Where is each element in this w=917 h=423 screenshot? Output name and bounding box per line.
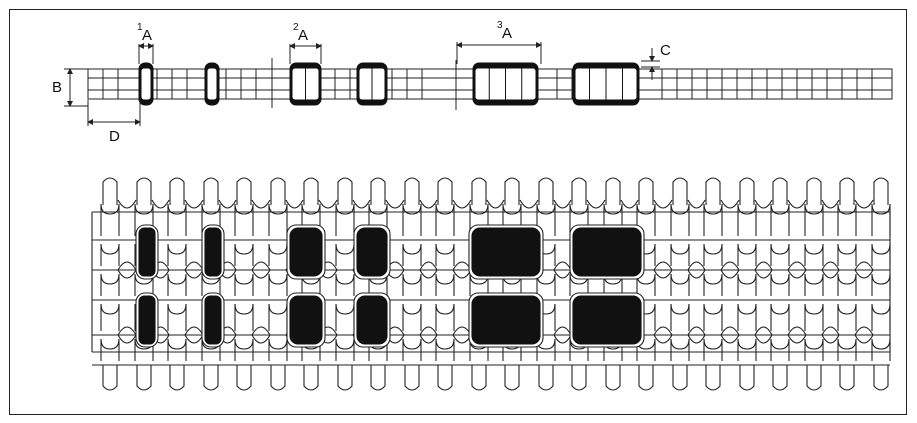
belt-top-view [91, 177, 891, 391]
link-knuckle-top [203, 177, 219, 205]
rubber-insert [201, 224, 225, 280]
link-knuckle-bottom [605, 365, 621, 391]
link-knuckle-bottom [270, 365, 286, 391]
top-view-links [91, 177, 891, 391]
link-knuckle-top [739, 177, 755, 205]
link-row [92, 199, 891, 241]
link-knuckle-top [839, 177, 855, 205]
rubber-insert [286, 224, 326, 280]
rubber-insert [135, 292, 159, 348]
link-knuckle-bottom [772, 365, 788, 391]
label-2a-superscript: 2 [293, 22, 299, 33]
link-knuckle-bottom [672, 365, 688, 391]
label-1a: A [142, 27, 152, 44]
rubber-insert [569, 292, 645, 348]
side-view-link-dividers [102, 69, 873, 99]
link-knuckle-top [437, 177, 453, 205]
rubber-insert [135, 224, 159, 280]
link-knuckle-bottom [873, 365, 889, 391]
link-knuckle-bottom [102, 365, 118, 391]
link-knuckle-top [136, 177, 152, 205]
link-knuckle-top [672, 177, 688, 205]
link-knuckle-top [270, 177, 286, 205]
rubber-insert [468, 292, 544, 348]
link-knuckle-top [873, 177, 889, 205]
link-knuckle-top [538, 177, 554, 205]
link-knuckle-bottom [136, 365, 152, 391]
rubber-insert [353, 292, 391, 348]
belt-side-view [87, 62, 893, 106]
link-knuckle-bottom [705, 365, 721, 391]
link-knuckle-bottom [538, 365, 554, 391]
rubber-insert [201, 292, 225, 348]
side-insert [289, 62, 322, 106]
side-insert [138, 62, 154, 106]
side-insert [356, 62, 388, 106]
link-knuckle-top [806, 177, 822, 205]
link-knuckle-top [772, 177, 788, 205]
link-knuckle-top [404, 177, 420, 205]
label-b: B [52, 79, 62, 96]
link-knuckle-bottom [437, 365, 453, 391]
link-knuckle-bottom [404, 365, 420, 391]
side-view-inserts [138, 62, 640, 106]
link-knuckle-top [370, 177, 386, 205]
link-knuckle-bottom [504, 365, 520, 391]
belt-outline [91, 211, 891, 353]
side-insert [204, 62, 220, 106]
rubber-insert [468, 224, 544, 280]
link-knuckle-bottom [169, 365, 185, 391]
rubber-insert [286, 292, 326, 348]
link-knuckle-bottom [739, 365, 755, 391]
label-3a-superscript: 3 [497, 20, 503, 31]
link-knuckle-top [236, 177, 252, 205]
link-knuckle-bottom [806, 365, 822, 391]
link-knuckle-bottom [203, 365, 219, 391]
link-knuckle-top [169, 177, 185, 205]
side-insert [572, 62, 640, 106]
link-knuckle-bottom [638, 365, 654, 391]
link-knuckle-top [303, 177, 319, 205]
label-3a: A [502, 25, 512, 42]
link-knuckle-top [705, 177, 721, 205]
label-1a-superscript: 1 [137, 22, 143, 33]
drawing-frame [9, 9, 907, 415]
side-insert [472, 62, 539, 106]
link-knuckle-bottom [303, 365, 319, 391]
link-knuckle-top [605, 177, 621, 205]
link-knuckle-bottom [571, 365, 587, 391]
link-knuckle-bottom [236, 365, 252, 391]
link-knuckle-top [471, 177, 487, 205]
label-2a: A [298, 27, 308, 44]
link-knuckle-bottom [471, 365, 487, 391]
rubber-insert [569, 224, 645, 280]
link-knuckle-top [504, 177, 520, 205]
top-view-inserts [135, 224, 645, 348]
link-knuckle-top [638, 177, 654, 205]
label-d: D [109, 128, 120, 145]
link-knuckle-bottom [370, 365, 386, 391]
link-knuckle-bottom [839, 365, 855, 391]
rubber-insert [353, 224, 391, 280]
link-knuckle-top [571, 177, 587, 205]
link-knuckle-top [102, 177, 118, 205]
label-c: C [660, 42, 671, 59]
dimension-lines [64, 42, 660, 126]
link-knuckle-top [337, 177, 353, 205]
link-knuckle-bottom [337, 365, 353, 391]
